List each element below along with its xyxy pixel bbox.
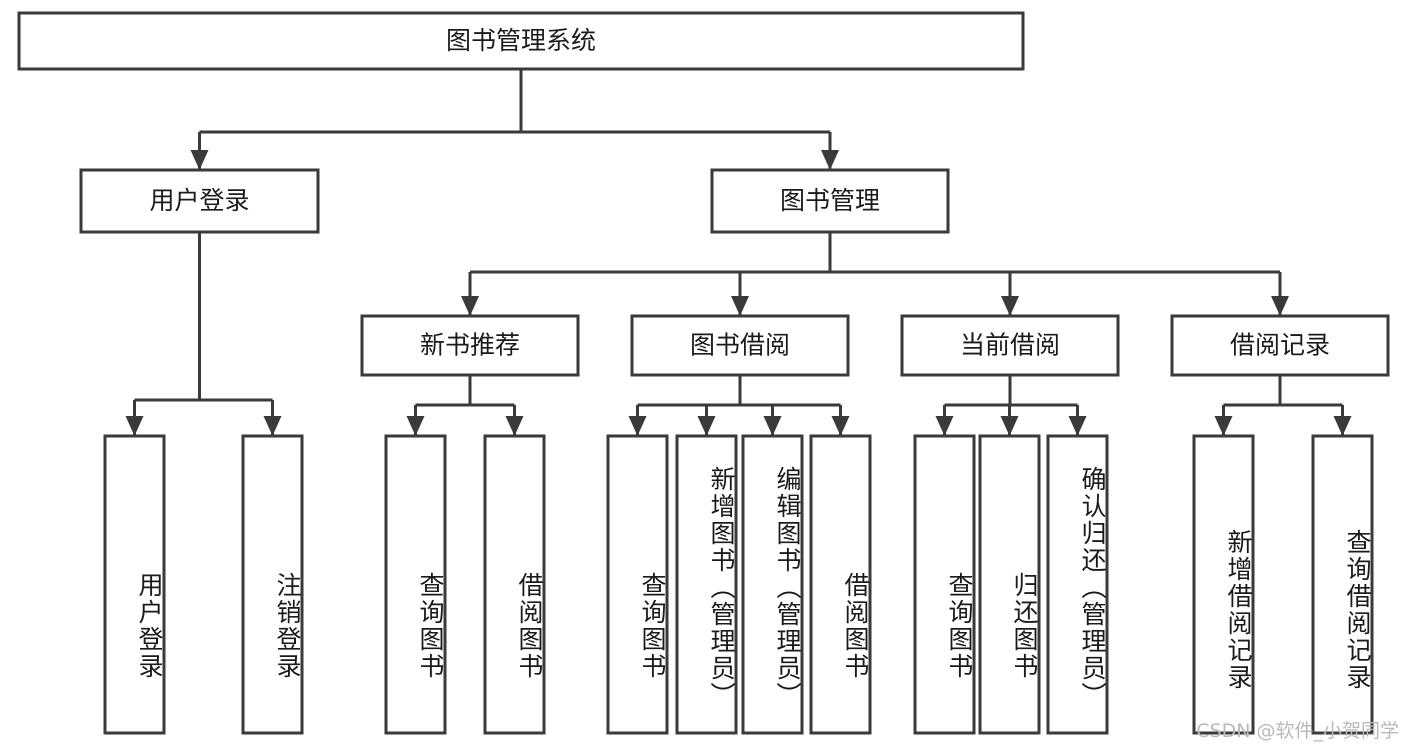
arrow-head-leaf-query-book-borrow (628, 416, 647, 436)
node-box-user-login[interactable] (79, 168, 320, 234)
node-box-leaf-borrow-book-rec[interactable] (483, 434, 546, 735)
arrow-head-leaf-user-login (125, 416, 144, 436)
node-label-current-borrow: 当前借阅 (960, 331, 1060, 360)
arrow-head-leaf-add-record (1214, 416, 1233, 436)
arrow-head-user-login (190, 150, 209, 170)
node-label-book-borrow: 图书借阅 (690, 331, 790, 360)
node-box-book-manage[interactable] (710, 168, 950, 234)
node-label-new-book-recommend: 新书推荐 (420, 331, 520, 360)
arrow-head-leaf-borrow-book-rec (505, 416, 524, 436)
edge-layer (125, 69, 1352, 436)
arrow-head-leaf-confirm-return (1068, 416, 1087, 436)
node-label-borrow-record: 借阅记录 (1230, 331, 1330, 360)
node-box-leaf-borrow-book[interactable] (809, 434, 872, 735)
node-label-book-manage: 图书管理 (780, 186, 880, 215)
node-box-leaf-user-login[interactable] (103, 434, 166, 735)
node-box-leaf-edit-book[interactable] (741, 434, 804, 735)
arrow-head-leaf-return-book (1000, 416, 1019, 436)
arrow-head-leaf-edit-book (763, 416, 782, 436)
node-box-leaf-confirm-return[interactable] (1046, 434, 1109, 735)
arrow-head-leaf-add-book (697, 416, 716, 436)
node-label-user-login: 用户登录 (149, 186, 249, 215)
arrow-head-borrow-record (1271, 296, 1289, 316)
arrow-head-current-borrow (1001, 296, 1019, 316)
node-label-root: 图书管理系统 (446, 26, 596, 55)
watermark-text: CSDN @软件_小贺同学 (1196, 720, 1399, 742)
arrow-head-leaf-query-book-cur (935, 416, 954, 436)
node-box-leaf-user-logout[interactable] (241, 434, 304, 735)
node-box-leaf-return-book[interactable] (978, 434, 1041, 735)
arrow-head-leaf-query-book-rec (406, 416, 425, 436)
arrow-head-new-book-recommend (461, 296, 479, 316)
node-box-leaf-query-book-cur[interactable] (913, 434, 976, 735)
node-box-current-borrow[interactable] (900, 314, 1120, 377)
node-box-leaf-query-book-borrow[interactable] (606, 434, 669, 735)
node-box-leaf-query-book-rec[interactable] (384, 434, 447, 735)
node-box-leaf-add-book[interactable] (675, 434, 738, 735)
node-box-leaf-add-record[interactable] (1192, 434, 1255, 735)
arrow-head-book-manage (821, 150, 839, 170)
box-layer (17, 11, 1390, 735)
arrow-head-leaf-query-record (1333, 416, 1352, 436)
node-box-new-book-recommend[interactable] (360, 314, 580, 377)
node-box-borrow-record[interactable] (1170, 314, 1390, 377)
node-box-root[interactable] (17, 11, 1025, 71)
arrow-head-leaf-user-logout (263, 416, 282, 436)
arrow-head-leaf-borrow-book (831, 416, 850, 436)
node-box-book-borrow[interactable] (630, 314, 850, 377)
arrow-head-book-borrow (731, 296, 749, 316)
node-box-leaf-query-record[interactable] (1311, 434, 1374, 735)
